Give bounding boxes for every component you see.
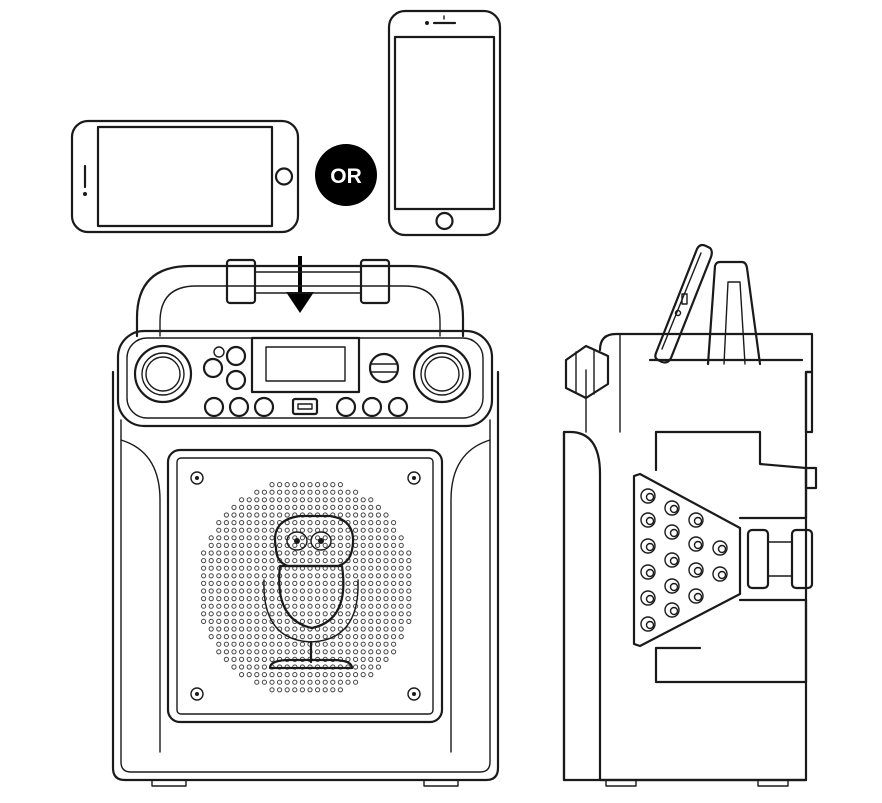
smartphone-portrait-icon bbox=[387, 9, 502, 237]
or-label: OR bbox=[330, 165, 362, 188]
phone-stand bbox=[706, 260, 762, 366]
arrow-down-icon bbox=[286, 256, 314, 313]
speaker-handle bbox=[135, 264, 465, 338]
side-grip-panel bbox=[632, 472, 742, 648]
side-knob bbox=[564, 344, 610, 400]
karaoke-speaker-front-icon bbox=[111, 258, 500, 787]
smartphone-landscape-icon bbox=[70, 119, 300, 234]
or-badge: OR bbox=[315, 144, 377, 206]
speaker-grille-frame bbox=[166, 448, 444, 724]
left-volume-knob bbox=[133, 344, 193, 404]
control-panel bbox=[116, 329, 494, 428]
side-grip-bumps bbox=[640, 488, 728, 632]
docked-phone bbox=[654, 243, 713, 364]
side-body bbox=[562, 332, 814, 782]
right-volume-knob bbox=[412, 344, 472, 404]
display-screen bbox=[250, 336, 361, 394]
karaoke-speaker-side-icon bbox=[562, 243, 818, 787]
microphone-mascot-icon bbox=[263, 514, 359, 670]
or-badge-circle bbox=[315, 144, 377, 206]
usb-port bbox=[291, 397, 319, 416]
speaker-body bbox=[111, 370, 500, 782]
